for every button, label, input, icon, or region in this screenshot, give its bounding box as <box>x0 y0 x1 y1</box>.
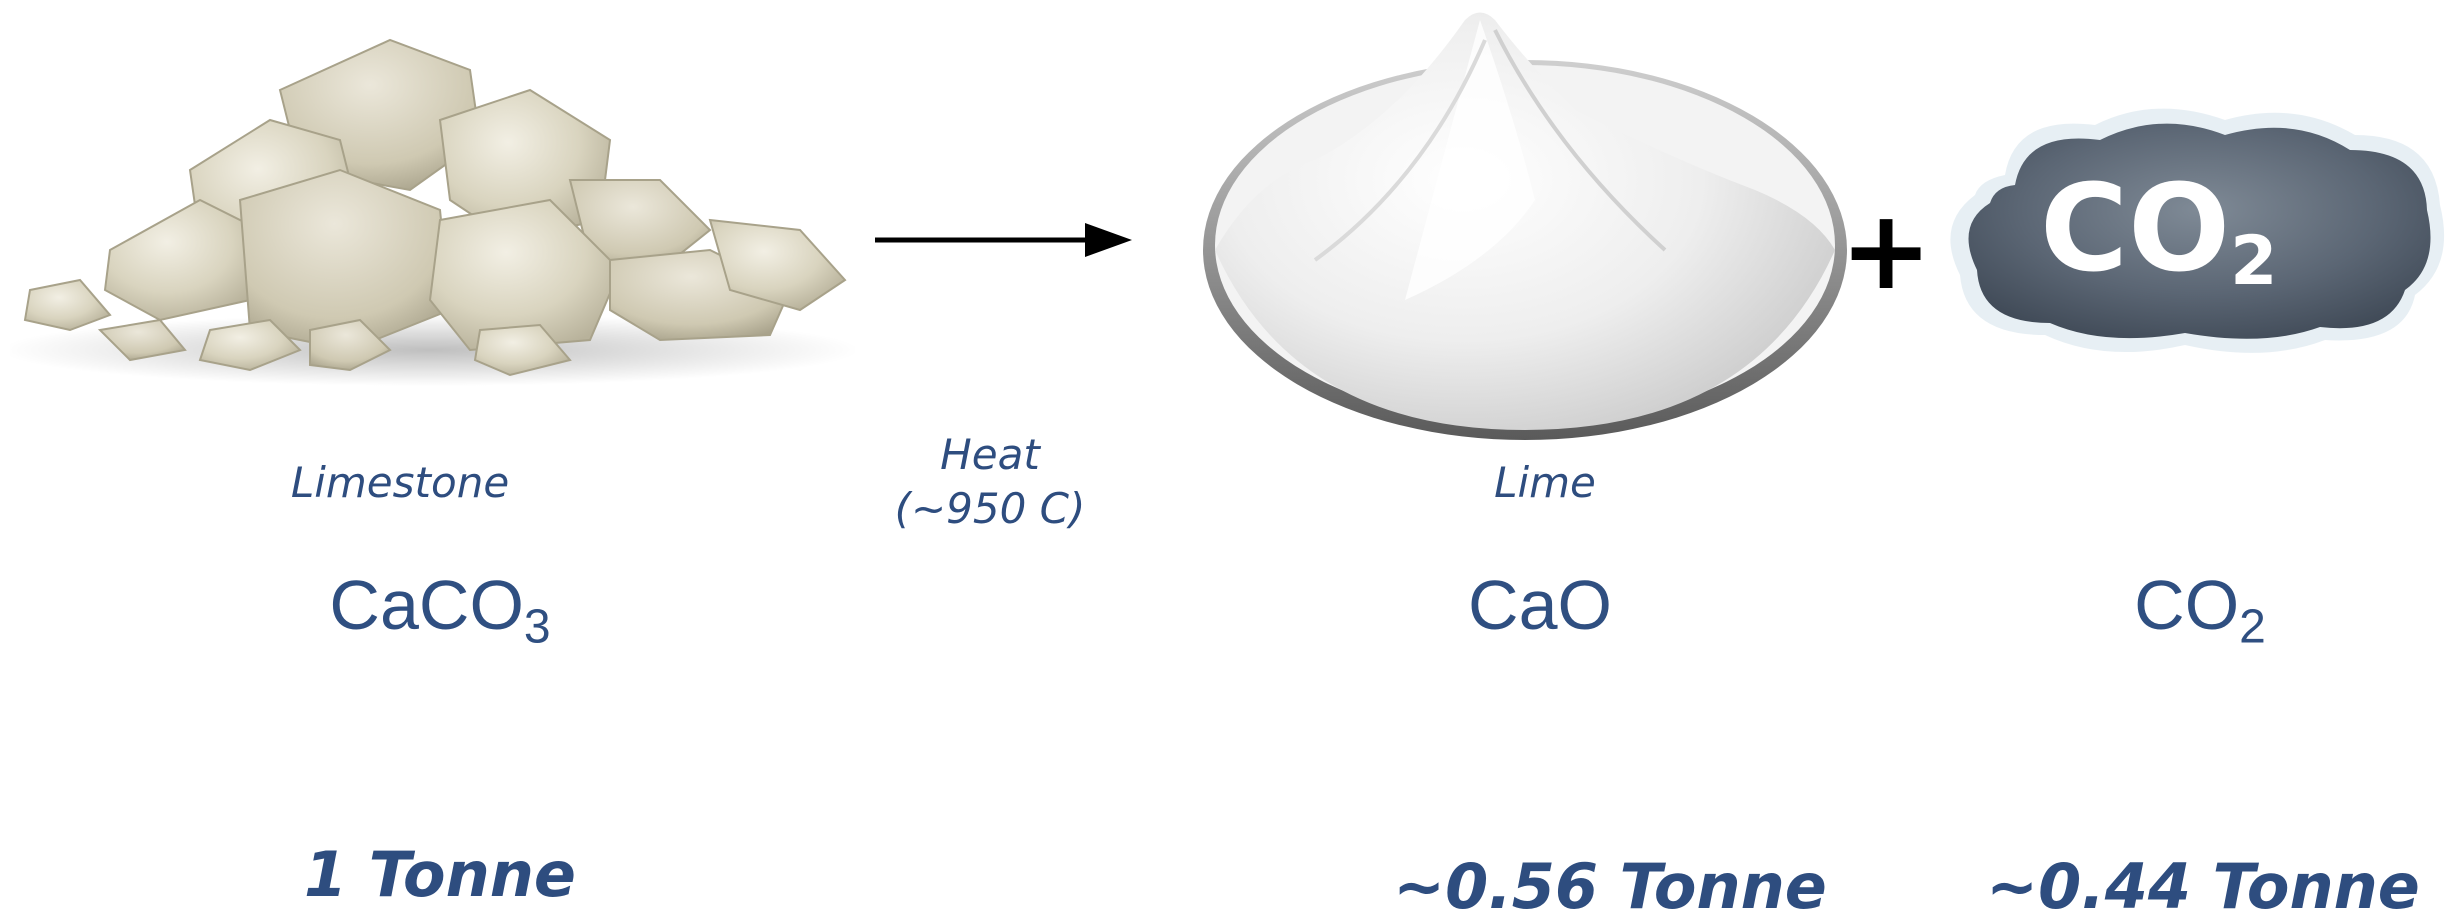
heat-condition: Heat (~950 C) <box>840 428 1140 536</box>
cao-formula: CaO <box>1468 566 1612 644</box>
co2-formula: CO2 <box>2134 566 2266 654</box>
limestone-label: Limestone <box>290 458 510 507</box>
reaction-arrow <box>875 223 1132 257</box>
plus-sign: + <box>1840 186 1933 314</box>
limestone-image <box>10 38 855 386</box>
lime-mass: ~0.56 Tonne <box>1393 850 1827 923</box>
temperature-label: (~950 C) <box>894 484 1086 533</box>
heat-label: Heat <box>940 430 1040 479</box>
co2-cloud-text: CO2 <box>2040 160 2277 301</box>
lime-label: Lime <box>1494 458 1596 507</box>
lime-powder-image <box>1203 12 1847 440</box>
co2-mass: ~0.44 Tonne <box>1986 850 2420 923</box>
co2-cloud-image: CO2 <box>1950 108 2445 353</box>
caco3-formula: CaCO3 <box>329 566 551 654</box>
limestone-mass: 1 Tonne <box>304 838 576 911</box>
